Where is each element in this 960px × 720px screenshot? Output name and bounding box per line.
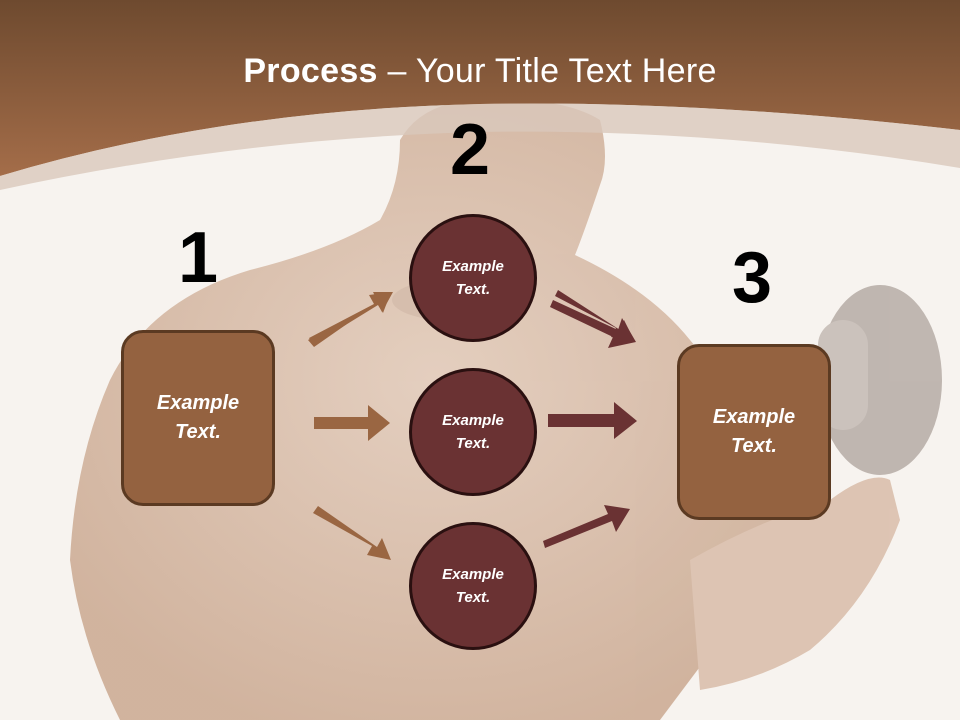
arrow-upper-to-3: [555, 290, 635, 342]
step-1-box: Example Text.: [121, 330, 275, 506]
step-2-circle-top: Example Text.: [409, 214, 537, 342]
step-number-3: 3: [732, 238, 773, 318]
arrow-lower-to-3: [543, 505, 630, 548]
step-3-text-line1: Example: [712, 406, 796, 428]
step-2-circle-middle: Example Text.: [409, 368, 537, 496]
circle-top-line2: Text.: [455, 281, 491, 298]
arrow-middle-to-3: [548, 402, 637, 439]
circle-bottom-line2: Text.: [455, 589, 491, 606]
arrow-1-to-lower: [313, 506, 391, 560]
circle-top-line1: Example: [442, 258, 504, 275]
circle-bottom-line1: Example: [442, 566, 504, 583]
step-1-text-line2: Text.: [175, 421, 221, 443]
circle-middle-line1: Example: [442, 412, 504, 429]
step-2-circle-bottom: Example Text.: [409, 522, 537, 650]
title-banner: [0, 0, 960, 176]
step-number-1: 1: [178, 218, 219, 298]
arrow-1-to-middle: [314, 405, 390, 441]
arrow-1-to-upper: [309, 292, 391, 345]
step-3-box: Example Text.: [677, 344, 831, 520]
step-1-text-line1: Example: [156, 392, 240, 414]
step-3-text-line2: Text.: [731, 435, 777, 457]
step-number-2: 2: [450, 110, 491, 190]
title-rest: – Your Title Text Here: [377, 52, 717, 90]
circle-middle-line2: Text.: [455, 435, 491, 452]
slide-title: Process – Your Title Text Here: [0, 52, 960, 91]
title-bold: Process: [243, 52, 378, 90]
